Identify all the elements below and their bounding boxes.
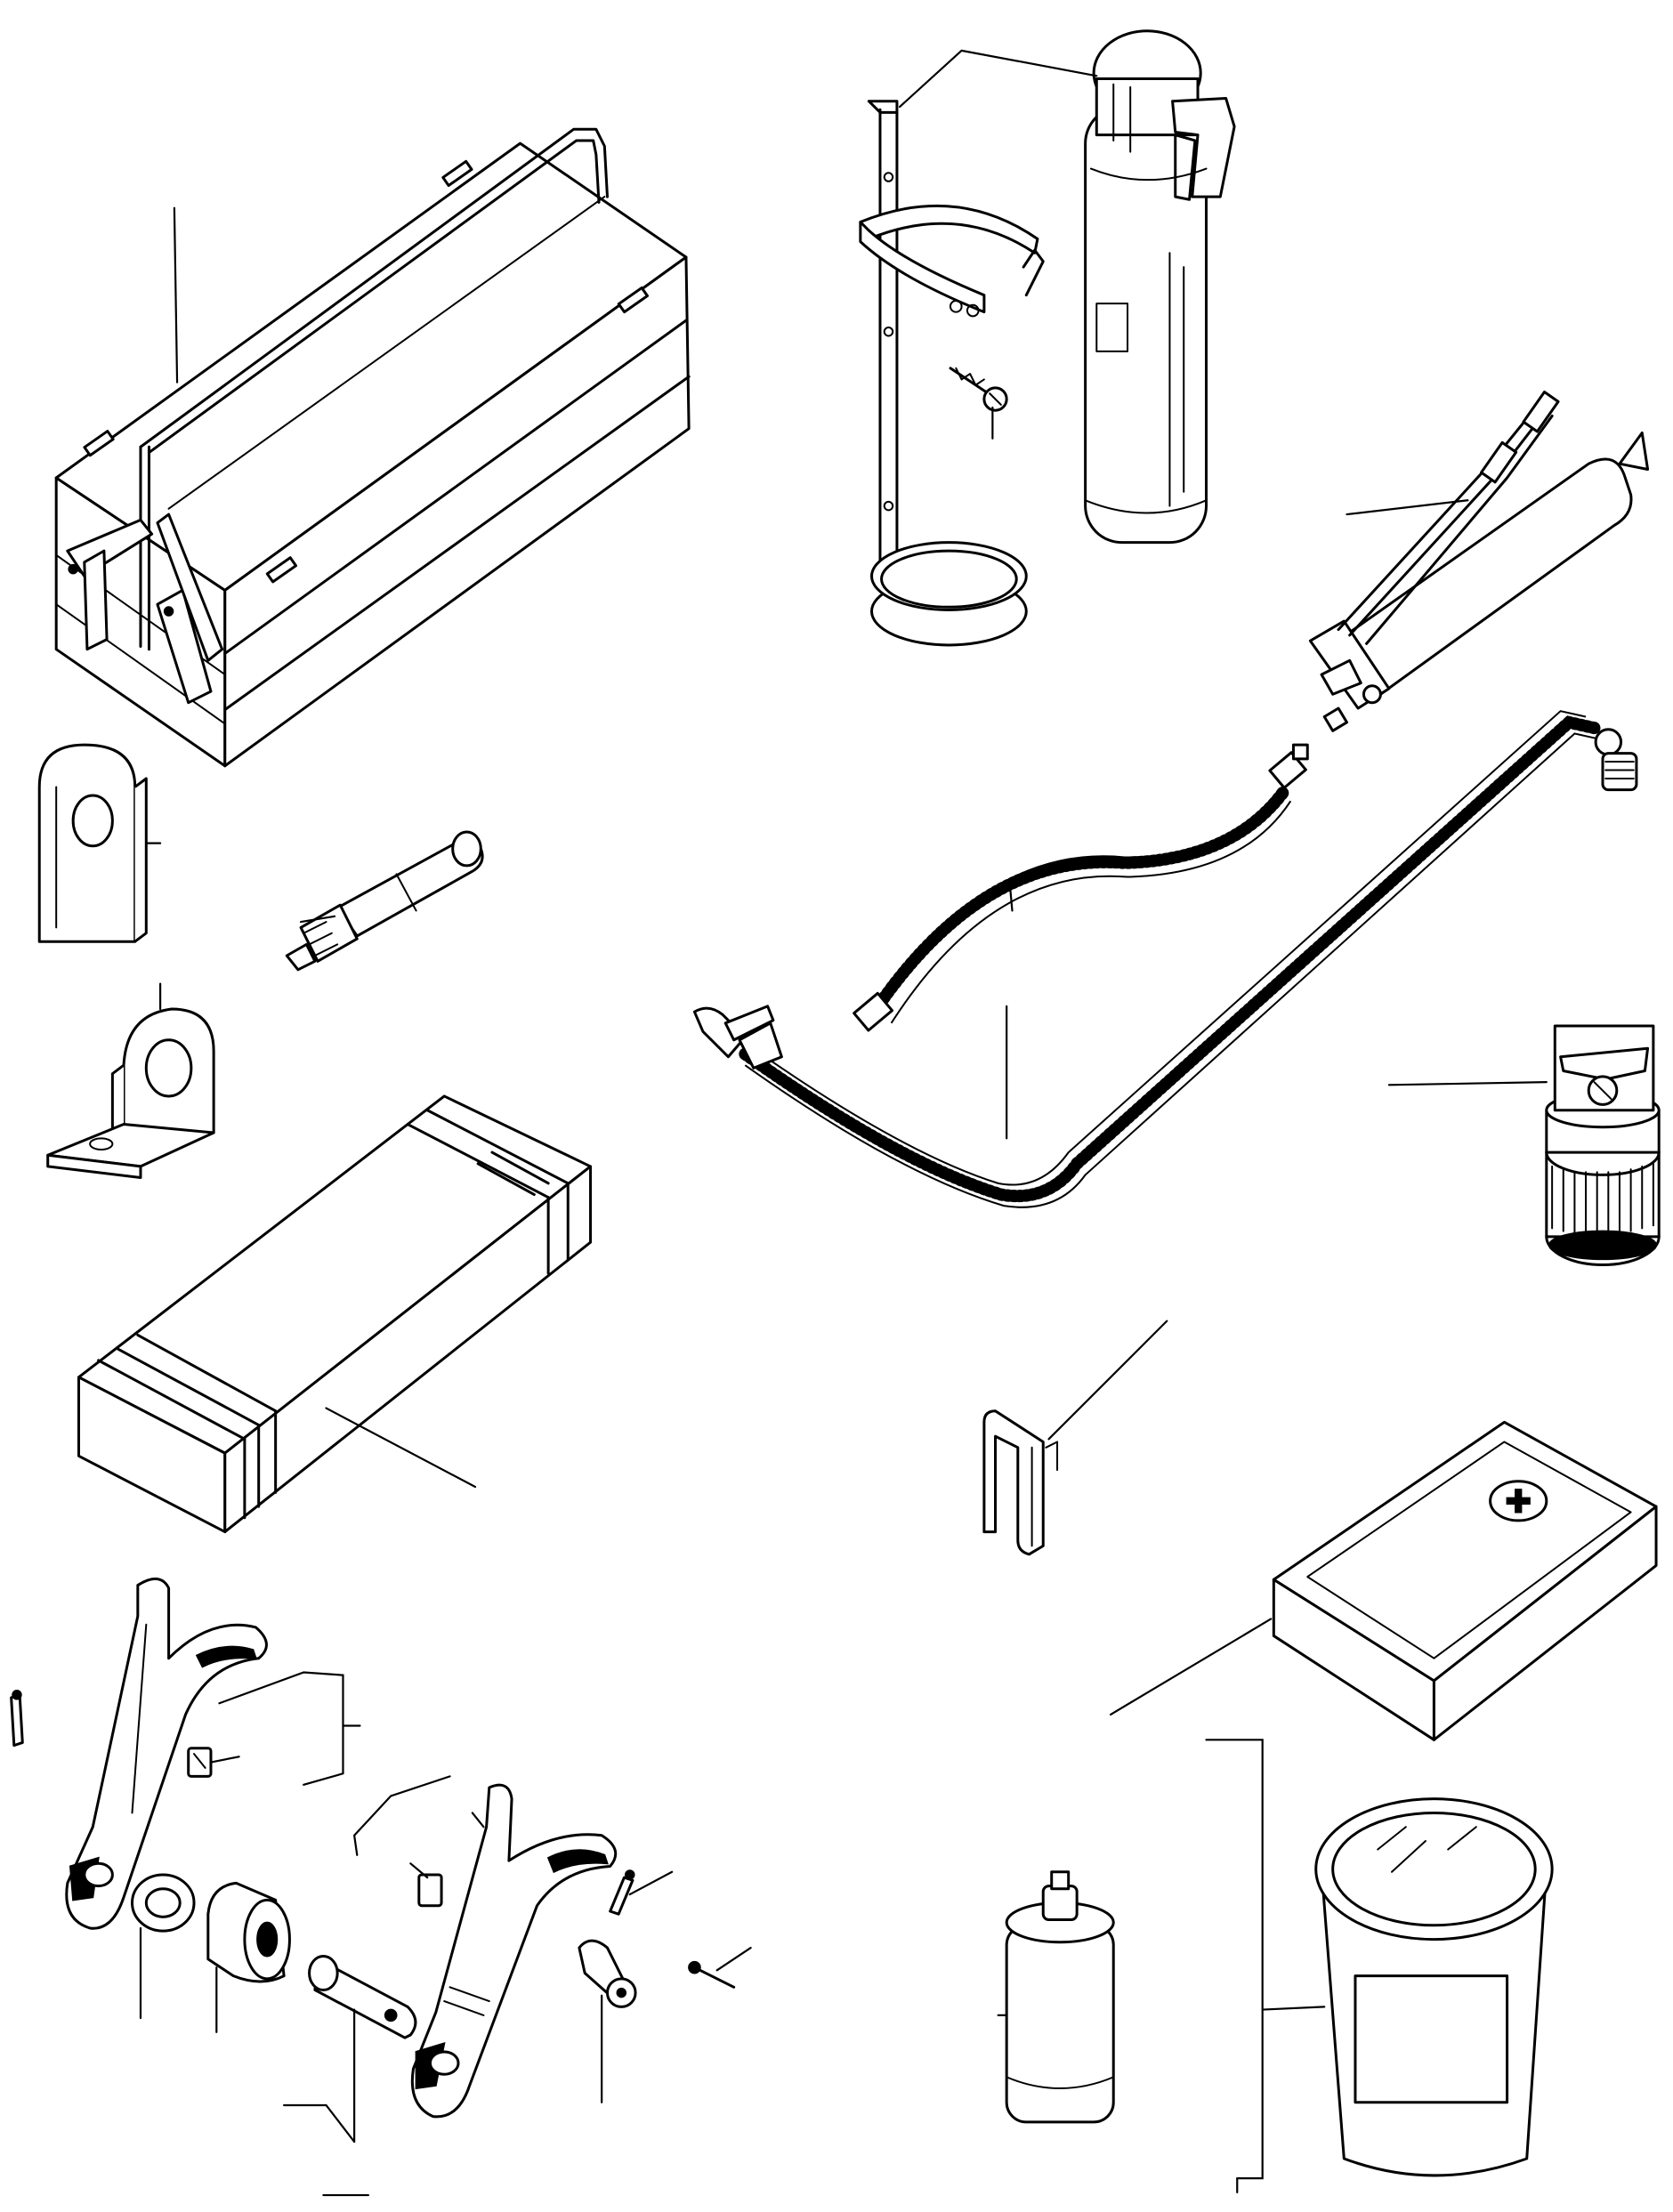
pin-leader-b [284,2105,354,2142]
lifting-eye-icon [39,745,146,941]
grease-gun-icon [1310,392,1647,731]
pin-icon [310,1957,416,2038]
grease-gun-leader [1346,500,1467,514]
fork-left-leader [219,1673,343,1785]
short-hose-leader [1009,880,1012,911]
screw-icon [689,1962,734,1987]
cotter-right-leader [630,1872,672,1894]
clip-icon [984,1411,1057,1554]
first-aid-leader [1111,1619,1271,1714]
extinguisher-leader-b [962,51,1097,76]
cotter-pin-icon [610,1870,634,1914]
fire-extinguisher-icon [1086,31,1234,543]
punch-leader [301,916,335,922]
cotter-pin-icon [12,1691,23,1746]
first-aid-icon [1273,1422,1656,1740]
cartridge-icon [1006,1872,1113,2122]
retainer-icon [189,1748,211,1777]
tool-box-icon [56,129,689,765]
punch-icon [287,832,482,970]
retainer-leader [211,1756,239,1762]
extinguisher-leader [900,51,962,107]
fork-right-leader-b [473,1812,484,1827]
fork-icon [67,1578,267,1928]
oil-can-icon [1547,1026,1659,1265]
oil-can-leader [1389,1082,1547,1085]
tin-leader [1206,1740,1262,2178]
block-leader [327,1409,475,1487]
washer-icon [133,1875,195,1931]
fork-icon [412,1785,615,2117]
screw-icon [950,368,1006,410]
bracket-icon [861,101,1043,645]
tool-box-leader [174,208,177,383]
retainer-icon [579,1941,635,2006]
hose-icon [694,711,1636,1207]
bolt-leader [717,1948,751,1970]
bushing-icon [208,1883,290,1982]
fork-right-leader [354,1776,449,1854]
tin-leader-b [1263,2006,1325,2009]
tin-icon [1316,1799,1552,2176]
retainer-icon [419,1875,441,1906]
hose-icon [854,745,1308,1030]
angle-bracket-icon [48,1009,214,1178]
retainer-right-leader [410,1863,427,1877]
clip-leader [1049,1321,1168,1440]
block-icon [78,1096,590,1532]
